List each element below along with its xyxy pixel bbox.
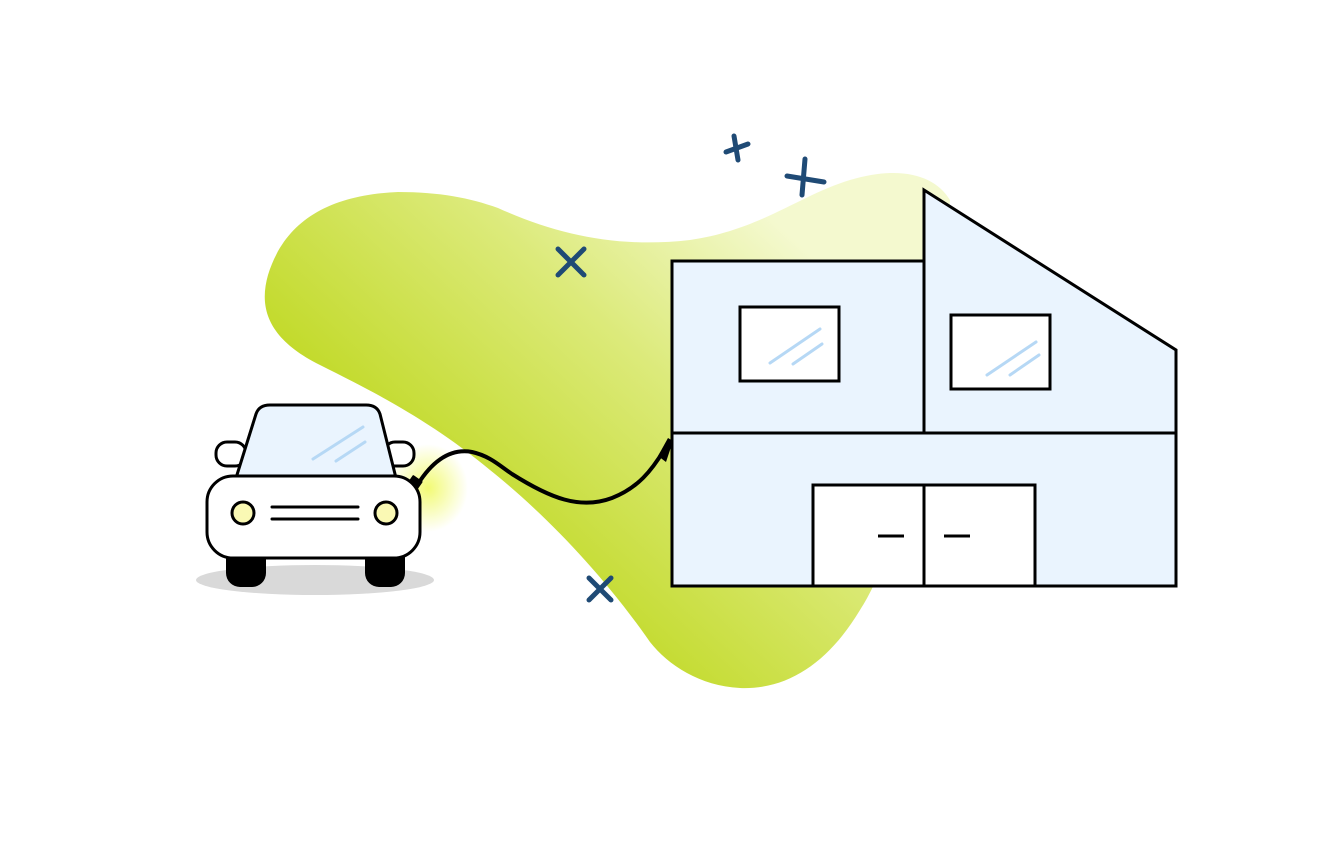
car-headlight-left <box>230 500 256 526</box>
house-icon <box>670 187 1178 588</box>
car-grille <box>270 505 360 521</box>
house-window-right <box>949 313 1052 391</box>
sparkle-icon <box>784 156 827 198</box>
car-headlight-right <box>373 500 399 526</box>
car-windshield <box>234 403 398 480</box>
car-icon <box>196 403 434 595</box>
sparkle-icon <box>586 575 614 603</box>
sparkle-icon <box>555 246 587 278</box>
car-body <box>205 474 422 560</box>
house-upper-right <box>922 187 1178 435</box>
charging-cable-icon <box>416 448 666 505</box>
window-reflection-icon <box>768 327 1041 377</box>
garage-door-right <box>922 483 1037 588</box>
sparkle-icon <box>723 133 751 163</box>
cable-plug-house <box>658 438 673 462</box>
garage-door-left <box>811 483 926 588</box>
windshield-reflection-icon <box>311 425 367 463</box>
house-window-left <box>738 305 841 383</box>
